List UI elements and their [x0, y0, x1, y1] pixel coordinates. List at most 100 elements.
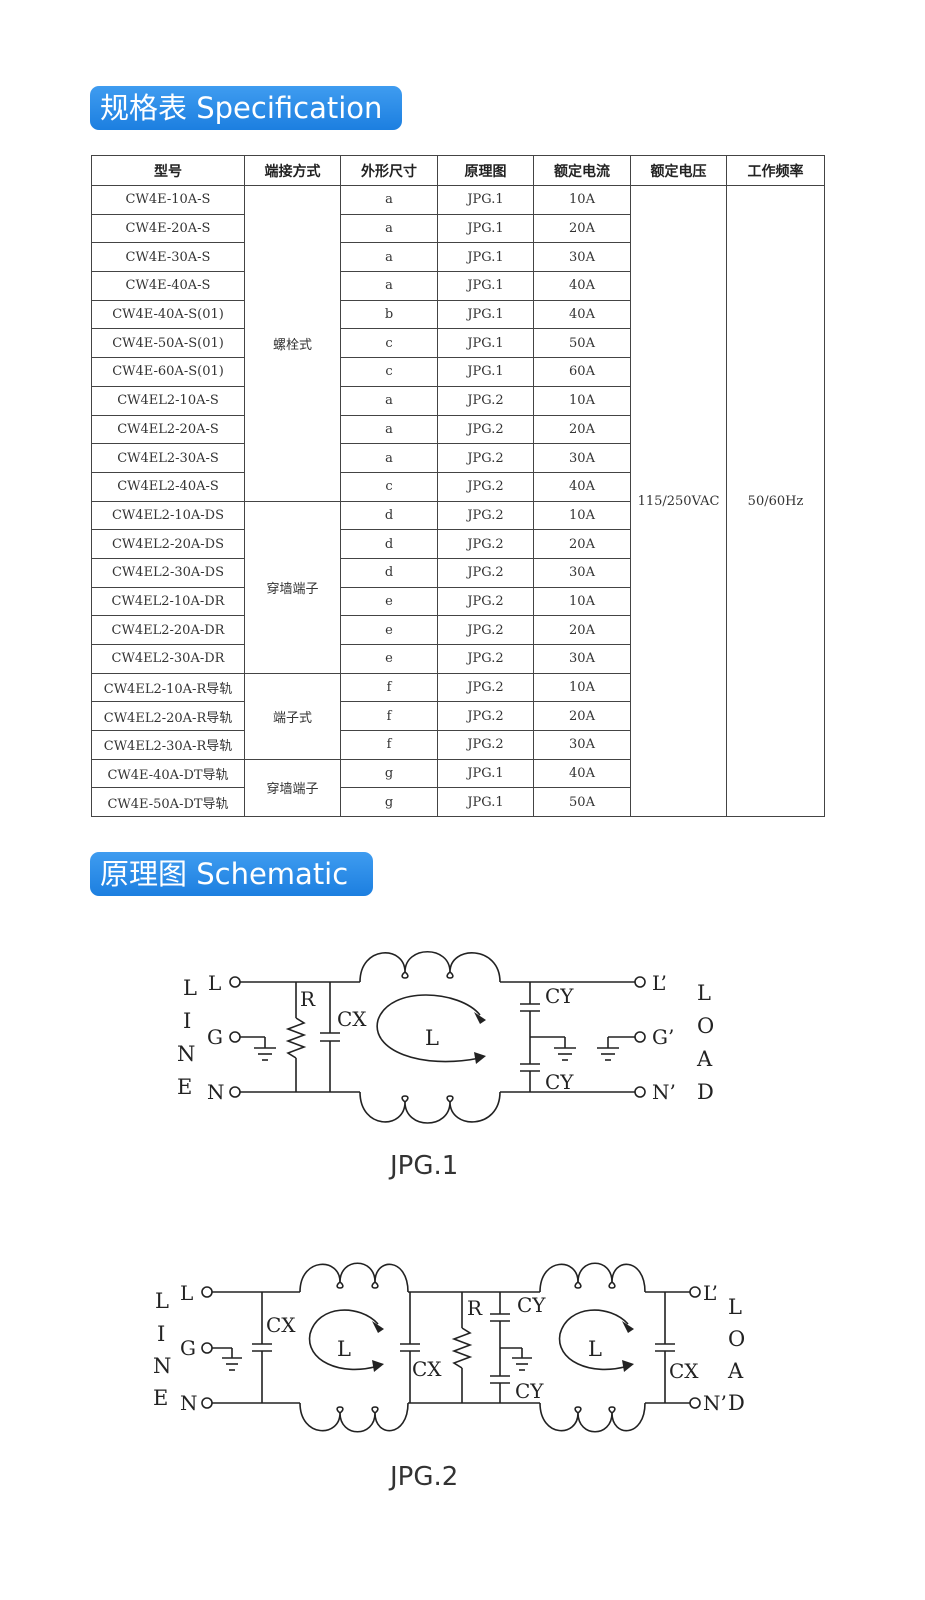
cell-dimensions: g — [340, 787, 438, 818]
cell-schematic: JPG.2 — [437, 615, 534, 645]
cell-rated-current: 30A — [533, 443, 631, 473]
cell-rated-current: 10A — [533, 385, 631, 416]
load-letter: O — [697, 1014, 714, 1038]
resistor-label: R — [467, 1296, 483, 1320]
schematic-jpg1: L I N E L G N L’ G’ N’ L O A D R CX L CY… — [177, 950, 714, 1181]
cy-bottom-label: CY — [515, 1379, 544, 1403]
cell-dimensions: d — [340, 557, 438, 588]
line-letter: L — [183, 976, 197, 1000]
terminal-label-l-out: L’ — [703, 1281, 718, 1305]
cell-schematic: JPG.2 — [437, 701, 534, 732]
header-model: 型号 — [91, 155, 245, 186]
cx1-label: CX — [266, 1313, 296, 1337]
cell-schematic: JPG.1 — [437, 242, 534, 273]
cx2-label: CX — [412, 1357, 442, 1381]
cell-model: CW4EL2-30A-R导轨 — [91, 730, 245, 760]
header-dimensions: 外形尺寸 — [340, 155, 438, 186]
cell-termination: 穿墙端子 — [244, 758, 341, 818]
cell-schematic: JPG.2 — [437, 500, 534, 531]
load-letter: D — [697, 1080, 714, 1104]
cell-model: CW4EL2-20A-S — [91, 414, 245, 445]
cell-schematic: JPG.1 — [437, 357, 534, 387]
cell-dimensions: f — [340, 672, 438, 703]
cell-rated-current: 50A — [533, 328, 631, 359]
specification-table: 型号 端接方式 外形尺寸 原理图 额定电流 额定电压 工作频率 CW4E-10A… — [91, 155, 825, 818]
load-letter: D — [728, 1391, 745, 1415]
cell-rated-current: 20A — [533, 615, 631, 645]
cx3-label: CX — [669, 1359, 699, 1383]
cell-dimensions: d — [340, 500, 438, 531]
cell-rated-current: 30A — [533, 242, 631, 273]
terminal-label-n: N — [207, 1080, 225, 1104]
schematic-jpg2: L I N E L G N L’ N’ L O A D CX L CX R CY… — [153, 1262, 745, 1492]
load-letter: A — [727, 1359, 744, 1383]
cell-model: CW4E-50A-S(01) — [91, 328, 245, 359]
cell-frequency: 50/60Hz — [726, 184, 825, 818]
cell-dimensions: e — [340, 586, 438, 617]
header-rated-current: 额定电流 — [533, 155, 631, 186]
cell-rated-current: 40A — [533, 758, 631, 789]
cell-model: CW4E-60A-S(01) — [91, 357, 245, 387]
line-letter: E — [177, 1075, 192, 1099]
cell-termination: 螺栓式 — [244, 185, 341, 502]
resistor-label: R — [300, 987, 316, 1011]
schematic-section-title: 原理图 Schematic — [90, 852, 373, 896]
cell-termination: 端子式 — [244, 672, 341, 760]
cell-model: CW4E-10A-S — [91, 185, 245, 215]
cell-dimensions: c — [340, 328, 438, 359]
cell-dimensions: a — [340, 213, 438, 244]
cell-schematic: JPG.2 — [437, 557, 534, 588]
cell-dimensions: a — [340, 242, 438, 273]
line-letter: I — [157, 1322, 165, 1346]
cell-model: CW4EL2-10A-DS — [91, 500, 245, 531]
cell-rated-current: 40A — [533, 271, 631, 301]
cell-model: CW4EL2-10A-R导轨 — [91, 672, 245, 703]
cell-rated-current: 20A — [533, 213, 631, 244]
cell-dimensions: a — [340, 271, 438, 301]
cell-model: CW4EL2-30A-DR — [91, 644, 245, 674]
cell-schematic: JPG.1 — [437, 299, 534, 330]
cell-rated-current: 20A — [533, 529, 631, 559]
load-letter: L — [697, 981, 711, 1005]
cell-schematic: JPG.2 — [437, 414, 534, 445]
header-frequency: 工作频率 — [726, 155, 825, 186]
cell-model: CW4E-50A-DT导轨 — [91, 787, 245, 818]
cell-schematic: JPG.2 — [437, 385, 534, 416]
inductor2-label: L — [588, 1337, 602, 1361]
load-letter: A — [696, 1047, 713, 1071]
cell-schematic: JPG.1 — [437, 328, 534, 359]
cell-rated-current: 50A — [533, 787, 631, 818]
cx-label: CX — [337, 1007, 367, 1031]
terminal-label-n-out: N’ — [652, 1080, 676, 1104]
cell-model: CW4E-40A-DT导轨 — [91, 758, 245, 789]
load-letter: L — [728, 1295, 742, 1319]
cell-dimensions: f — [340, 730, 438, 760]
cell-rated-current: 20A — [533, 701, 631, 732]
schematic-caption-jpg2: JPG.2 — [388, 1462, 458, 1492]
cell-model: CW4E-40A-S(01) — [91, 299, 245, 330]
cell-rated-current: 40A — [533, 299, 631, 330]
terminal-label-n: N — [180, 1391, 198, 1415]
cell-schematic: JPG.1 — [437, 758, 534, 789]
cell-model: CW4E-40A-S — [91, 271, 245, 301]
header-rated-voltage: 额定电压 — [630, 155, 727, 186]
cell-dimensions: f — [340, 701, 438, 732]
cell-dimensions: c — [340, 471, 438, 502]
cell-dimensions: a — [340, 385, 438, 416]
terminal-label-g-out: G’ — [652, 1025, 674, 1049]
terminal-label-n-out: N’ — [703, 1391, 727, 1415]
cell-rated-current: 10A — [533, 672, 631, 703]
terminal-label-l: L — [208, 971, 221, 995]
cell-model: CW4EL2-20A-DS — [91, 529, 245, 559]
cell-schematic: JPG.2 — [437, 471, 534, 502]
inductor-label: L — [425, 1026, 439, 1050]
